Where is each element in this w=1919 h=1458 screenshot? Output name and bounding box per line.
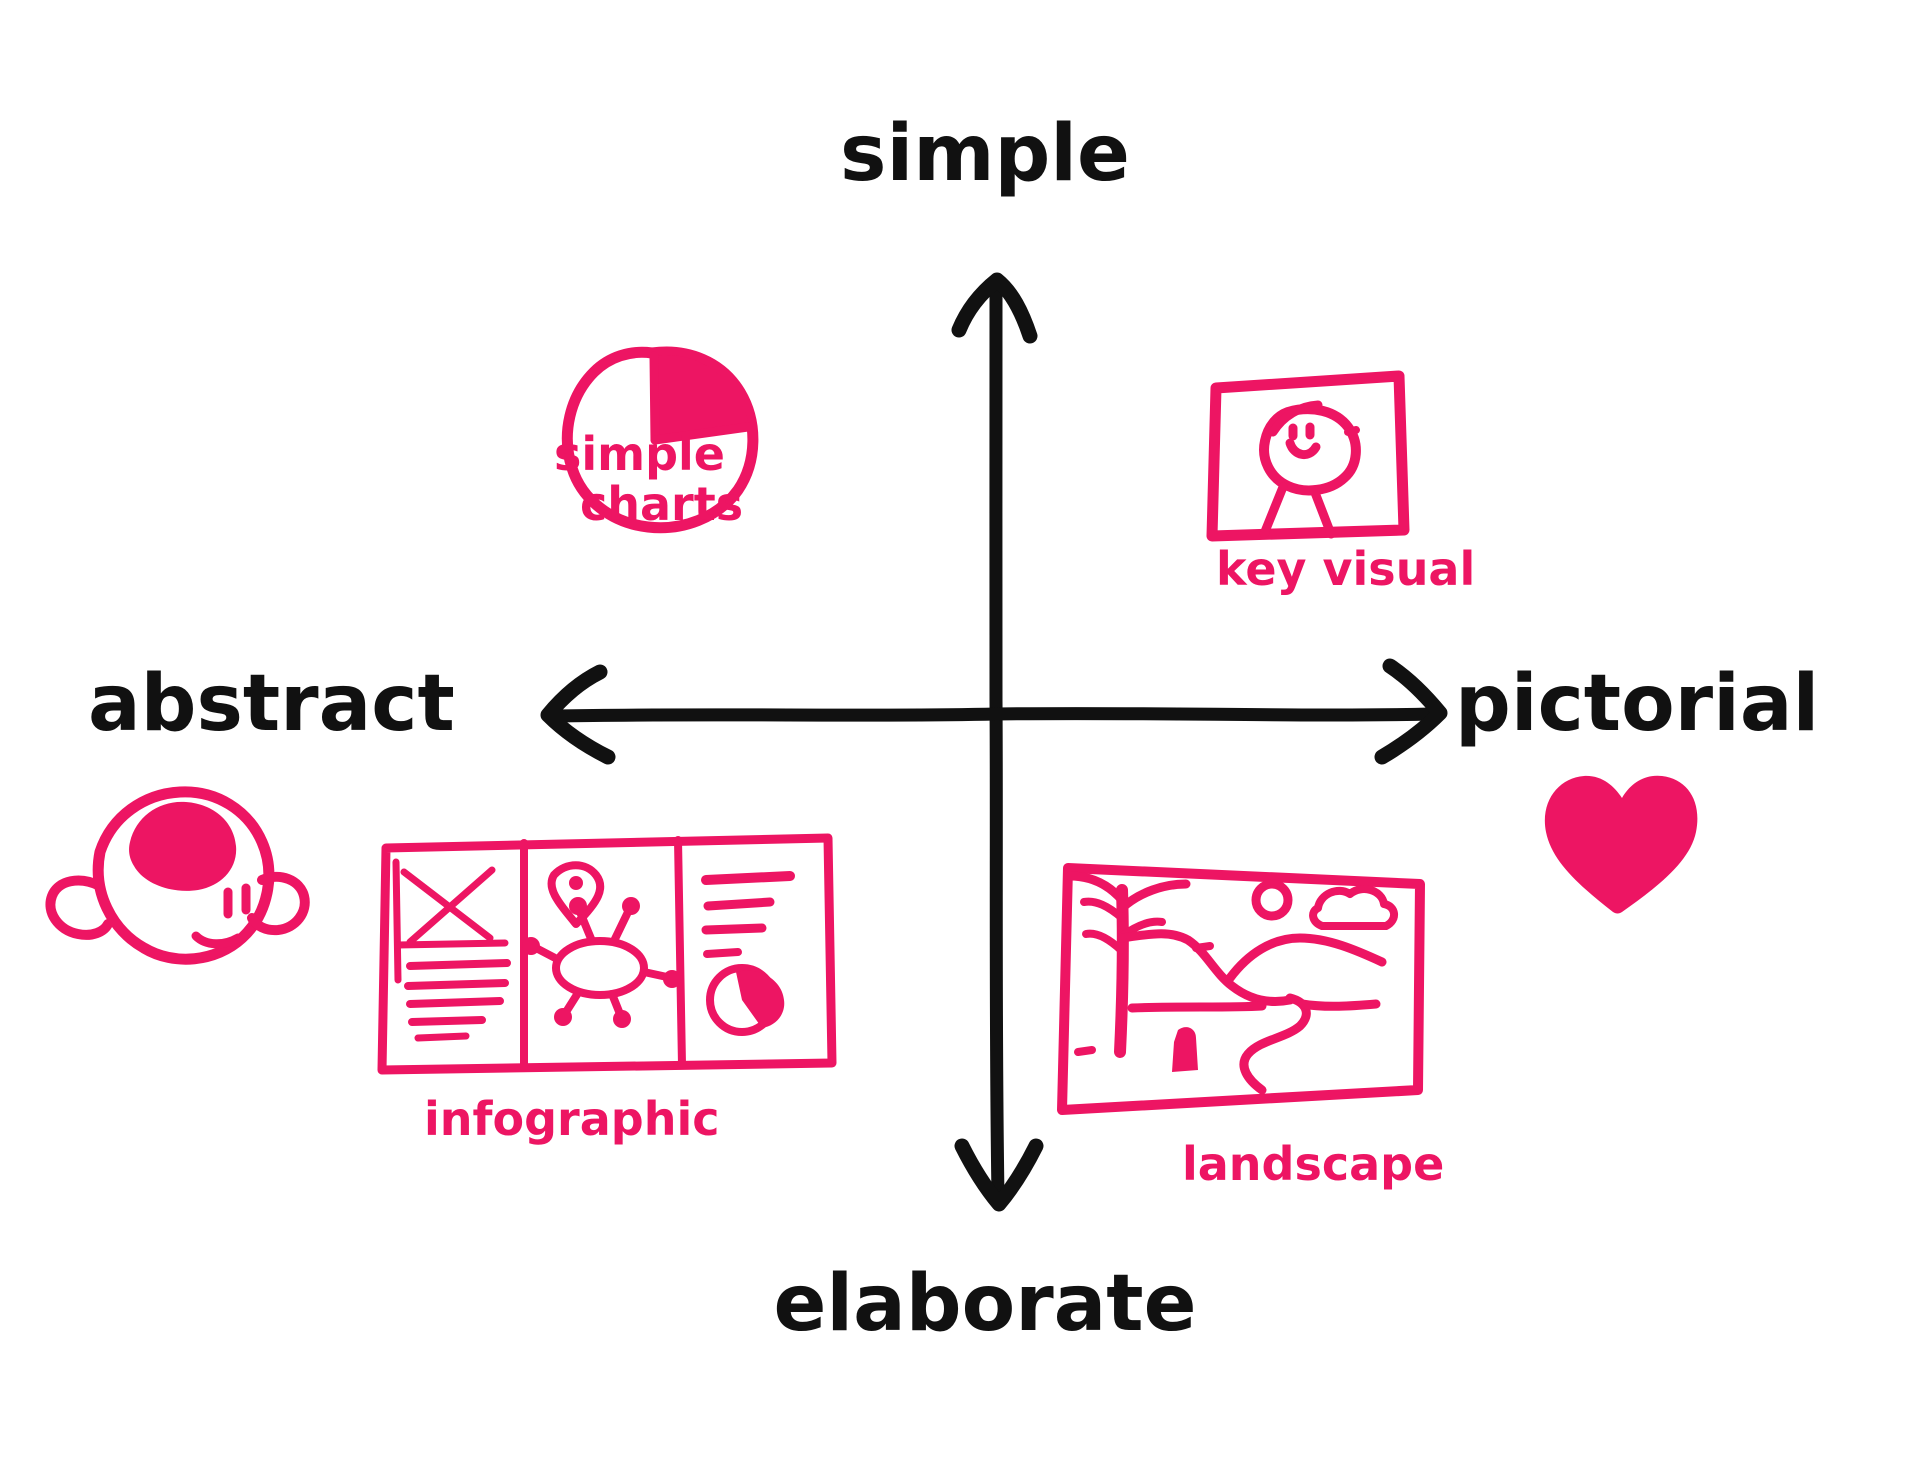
- heart-doodle: [1544, 775, 1698, 914]
- axis-label-pictorial: pictorial: [1455, 659, 1819, 749]
- sketch-label-infographic: infographic: [424, 1092, 720, 1146]
- vertical-axis: [951, 272, 1044, 1212]
- key-visual-icon: [1206, 370, 1410, 542]
- face-doodle: [45, 786, 310, 965]
- sketch-infographic: infographic: [377, 833, 837, 1146]
- sketch-label-simple-charts-line2: charts: [580, 477, 743, 531]
- pie-chart-icon: [561, 346, 759, 534]
- sketch-key-visual: key visual: [1206, 370, 1475, 596]
- axis-arrow-right: [1374, 658, 1448, 765]
- sketch-label-key-visual: key visual: [1216, 542, 1475, 596]
- sketch-label-landscape: landscape: [1182, 1137, 1444, 1191]
- sketch-landscape: landscape: [1057, 863, 1444, 1191]
- axis-label-simple: simple: [840, 109, 1130, 199]
- axis-label-abstract: abstract: [88, 659, 455, 749]
- sketch-simple-charts: simple charts: [554, 346, 759, 534]
- landscape-icon: [1057, 863, 1425, 1115]
- sketch-label-simple-charts-line1: simple: [554, 427, 725, 481]
- axis-arrow-up: [951, 272, 1038, 344]
- axis-label-elaborate: elaborate: [774, 1259, 1197, 1349]
- infographic-icon: [377, 833, 837, 1075]
- horizontal-axis: [540, 658, 1448, 765]
- axis-arrow-left: [540, 664, 616, 765]
- axis-arrow-down: [954, 1138, 1044, 1212]
